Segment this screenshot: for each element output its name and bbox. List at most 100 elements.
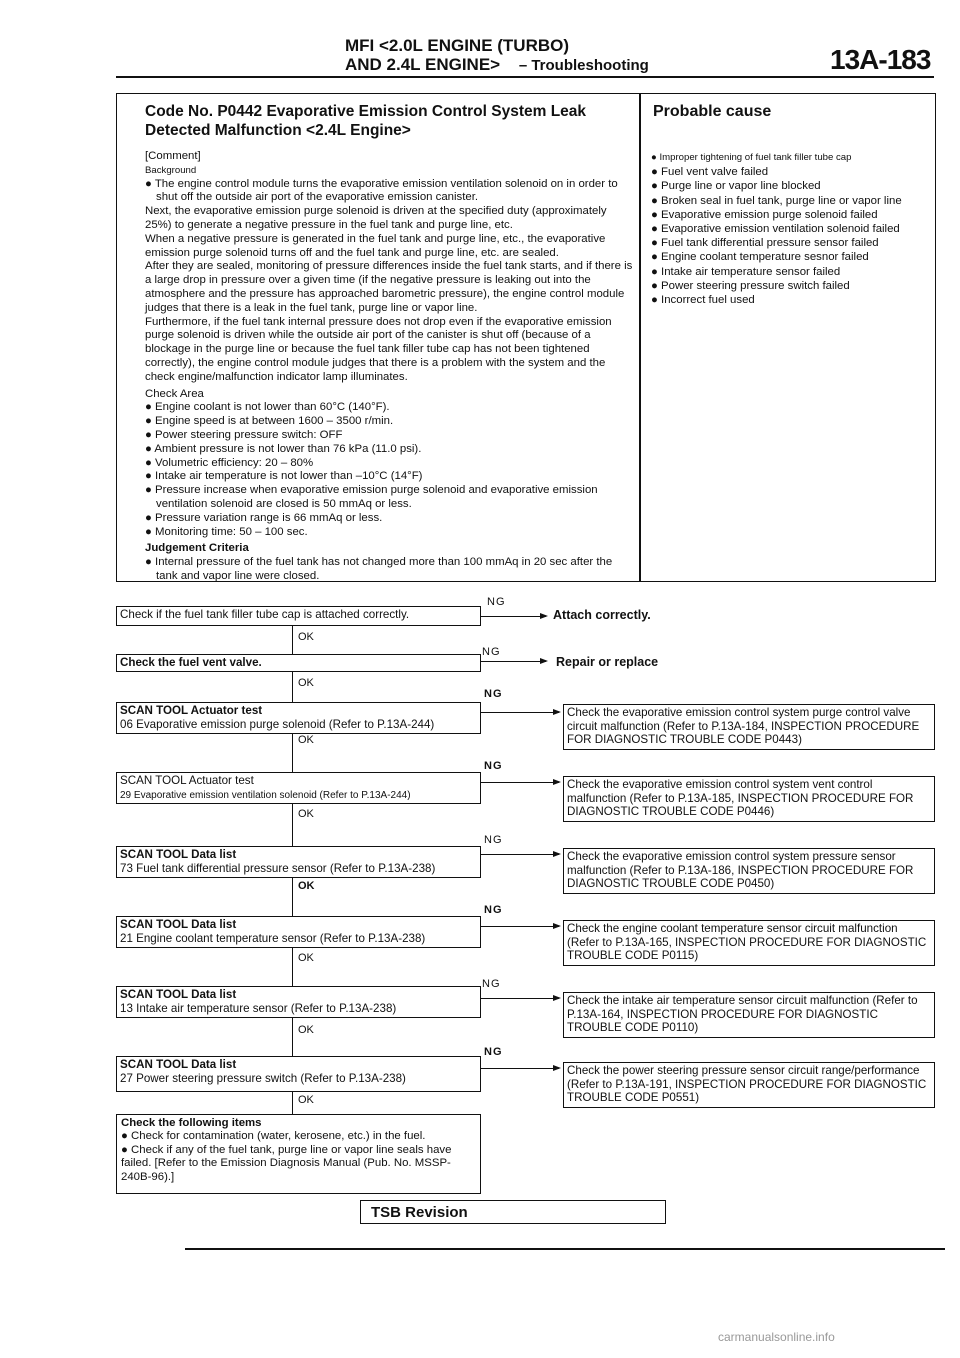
check-area-item: ● Pressure increase when evaporative emi… xyxy=(145,484,598,510)
result-text: Check the evaporative emission control s… xyxy=(567,850,914,890)
step-text: 21 Engine coolant temperature sensor (Re… xyxy=(120,931,426,945)
ok-label: OK xyxy=(298,1094,314,1106)
ng-label: NG xyxy=(484,904,503,916)
ok-label: OK xyxy=(298,1024,314,1036)
result-text: Check the evaporative emission control s… xyxy=(567,706,920,746)
probable-cause-list: ● Improper tightening of fuel tank fille… xyxy=(651,151,929,307)
ng-label: NG xyxy=(484,760,503,772)
step-text: Check if the fuel tank filler tube cap i… xyxy=(120,608,410,621)
step-title: SCAN TOOL Actuator test xyxy=(120,774,254,787)
final-item: ● Check for contamination (water, kerose… xyxy=(121,1130,426,1143)
ng-label: NG xyxy=(484,1046,503,1058)
ok-connector xyxy=(292,804,294,846)
check-area-item: ● Power steering pressure switch: OFF xyxy=(145,428,343,441)
header-rule xyxy=(116,76,934,78)
step-data-list-coolant-sensor: SCAN TOOL Data list 21 Engine coolant te… xyxy=(116,916,481,948)
probable-cause-title: Probable cause xyxy=(653,103,772,120)
ok-label: OK xyxy=(298,952,314,964)
code-title-line1: Code No. P0442 Evaporative Emission Cont… xyxy=(145,103,587,120)
ng-arrow xyxy=(481,778,561,786)
check-area-item: ● Pressure variation range is 66 mmAq or… xyxy=(145,511,383,524)
final-item: ● Check if any of the fuel tank, purge l… xyxy=(121,1143,452,1183)
result-attach-correctly: Attach correctly. xyxy=(553,608,651,622)
ng-arrow xyxy=(481,612,548,620)
ng-label: NG xyxy=(482,646,501,658)
ok-connector xyxy=(292,626,294,654)
step-text: 13 Intake air temperature sensor (Refer … xyxy=(120,1001,397,1015)
probable-cause-item: ● Improper tightening of fuel tank fille… xyxy=(651,152,852,163)
background-item: Next, the evaporative emission purge sol… xyxy=(145,205,607,231)
step-actuator-purge-solenoid: SCAN TOOL Actuator test 06 Evaporative e… xyxy=(116,702,481,734)
result-text: Check the evaporative emission control s… xyxy=(567,778,914,818)
check-area-item: ● Volumetric efficiency: 20 – 80% xyxy=(145,456,314,469)
ok-connector xyxy=(292,672,294,702)
header-title-line1: MFI <2.0L ENGINE (TURBO) xyxy=(345,36,570,55)
ng-label: NG xyxy=(484,834,503,846)
step-actuator-ventilation-solenoid: SCAN TOOL Actuator test 29 Evaporative e… xyxy=(116,772,481,804)
column-divider xyxy=(639,94,641,581)
step-title: SCAN TOOL Data list xyxy=(120,1058,237,1071)
ok-connector xyxy=(292,734,294,772)
probable-cause-item: ● Fuel tank differential pressure sensor… xyxy=(651,237,879,250)
result-repair-or-replace: Repair or replace xyxy=(556,655,659,669)
step-title: SCAN TOOL Data list xyxy=(120,918,237,931)
step-data-list-power-steering-switch: SCAN TOOL Data list 27 Power steering pr… xyxy=(116,1056,481,1092)
check-area-label: Check Area xyxy=(145,387,204,400)
code-title-line2: Detected Malfunction <2.4L Engine> xyxy=(145,122,411,139)
background-item: After they are sealed, monitoring of pre… xyxy=(145,260,633,314)
code-description-box: Code No. P0442 Evaporative Emission Cont… xyxy=(116,93,936,582)
comment-label: [Comment] xyxy=(145,150,201,162)
step-check-vent-valve: Check the fuel vent valve. xyxy=(116,654,481,672)
ng-label: NG xyxy=(482,978,501,990)
header-engine: AND 2.4L ENGINE> xyxy=(345,55,501,74)
ng-arrow xyxy=(481,994,561,1002)
background-label: Background xyxy=(145,164,197,176)
footer-rule xyxy=(185,1248,945,1250)
step-text: 27 Power steering pressure switch (Refer… xyxy=(120,1071,406,1085)
step-title: SCAN TOOL Data list xyxy=(120,848,237,861)
step-data-list-pressure-sensor: SCAN TOOL Data list 73 Fuel tank differe… xyxy=(116,846,481,878)
comment-section: [Comment] Background ● The engine contro… xyxy=(145,150,633,584)
ng-arrow xyxy=(481,1064,561,1072)
probable-cause-item: ● Incorrect fuel used xyxy=(651,294,755,307)
ng-arrow xyxy=(481,657,548,665)
probable-cause-item: ● Power steering pressure switch failed xyxy=(651,279,850,292)
step-text: 29 Evaporative emission ventilation sole… xyxy=(120,789,411,801)
step-title: SCAN TOOL Actuator test xyxy=(120,704,263,717)
step-check-filler-cap: Check if the fuel tank filler tube cap i… xyxy=(116,606,481,626)
background-item: Furthermore, if the fuel tank internal p… xyxy=(145,315,612,383)
step-title: SCAN TOOL Data list xyxy=(120,988,237,1001)
probable-cause-item: ● Intake air temperature sensor failed xyxy=(651,265,841,278)
ok-connector xyxy=(292,1092,294,1114)
ok-connector xyxy=(292,878,294,916)
probable-cause-item: ● Evaporative emission ventilation solen… xyxy=(651,223,900,236)
ng-label: NG xyxy=(487,596,506,608)
ng-arrow xyxy=(481,850,561,858)
check-area-item: ● Ambient pressure is not lower than 76 … xyxy=(145,442,422,455)
probable-cause-item: ● Broken seal in fuel tank, purge line o… xyxy=(651,194,902,207)
judgement-label: Judgement Criteria xyxy=(145,542,249,555)
tsb-revision-box: TSB Revision xyxy=(360,1200,666,1224)
ok-label: OK xyxy=(298,631,314,643)
ok-connector xyxy=(292,1018,294,1056)
ok-connector xyxy=(292,948,294,986)
ok-label: OK xyxy=(298,677,314,689)
check-area-item: ● Intake air temperature is not lower th… xyxy=(145,470,423,483)
code-title: Code No. P0442 Evaporative Emission Cont… xyxy=(145,102,625,140)
final-title: Check the following items xyxy=(121,1117,262,1129)
final-check-box: Check the following items ● Check for co… xyxy=(116,1114,481,1194)
ng-label: NG xyxy=(484,688,503,700)
probable-cause-item: ● Evaporative emission purge solenoid fa… xyxy=(651,208,878,221)
step-text: 06 Evaporative emission purge solenoid (… xyxy=(120,717,435,731)
background-item: When a negative pressure is generated in… xyxy=(145,232,606,259)
ok-label: OK xyxy=(298,808,314,820)
result-purge-control-valve: Check the evaporative emission control s… xyxy=(563,704,935,750)
step-title: Check the fuel vent valve. xyxy=(120,656,262,669)
check-area-item: ● Engine coolant is not lower than 60°C … xyxy=(145,401,390,414)
background-item: ● The engine control module turns the ev… xyxy=(145,177,618,204)
header-title-line2: AND 2.4L ENGINE> – Troubleshooting xyxy=(345,55,649,75)
header-section: – Troubleshooting xyxy=(518,57,649,74)
watermark: carmanualsonline.info xyxy=(718,1330,835,1344)
result-intake-air-sensor: Check the intake air temperature sensor … xyxy=(563,992,935,1038)
ng-arrow xyxy=(481,708,561,716)
